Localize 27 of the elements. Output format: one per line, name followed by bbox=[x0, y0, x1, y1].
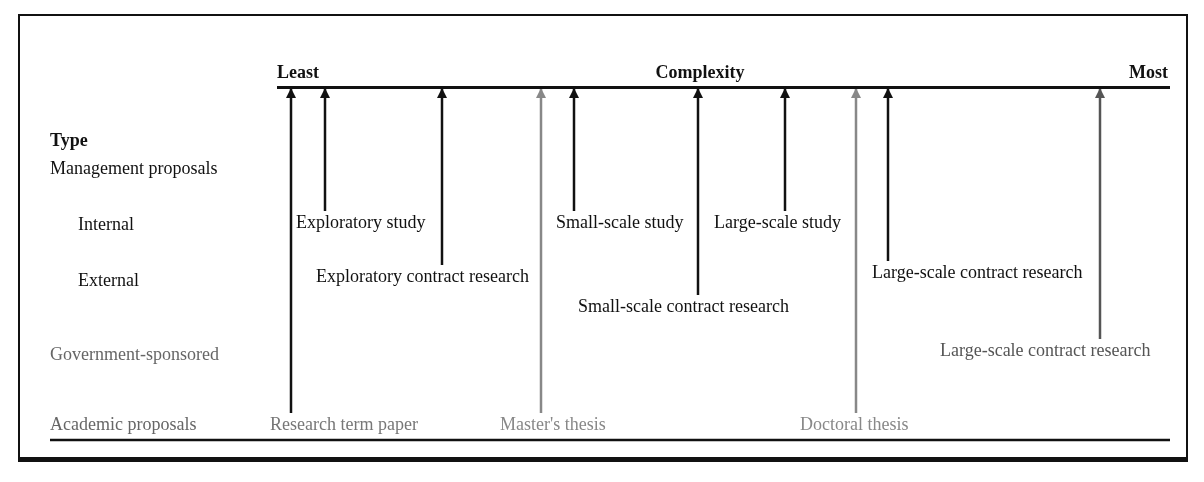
arrow bbox=[286, 88, 296, 413]
arrow bbox=[780, 88, 790, 211]
arrow bbox=[536, 88, 546, 413]
scale-end-label: Least bbox=[277, 62, 319, 82]
arrow bbox=[883, 88, 893, 261]
proposal-label: Exploratory contract research bbox=[316, 266, 529, 286]
arrow bbox=[437, 88, 447, 265]
arrow bbox=[569, 88, 579, 211]
row-label: Academic proposals bbox=[50, 414, 197, 434]
proposal-label: Large-scale contract research bbox=[940, 340, 1151, 360]
proposal-label: Exploratory study bbox=[296, 212, 426, 232]
scale-axis-line bbox=[277, 86, 1170, 89]
proposal-label: Research term paper bbox=[270, 414, 418, 434]
arrow bbox=[693, 88, 703, 295]
scale-end-label: Most bbox=[1129, 62, 1168, 82]
proposal-label: Large-scale study bbox=[714, 212, 842, 232]
row-label: Management proposals bbox=[50, 158, 218, 178]
row-heading: Type bbox=[50, 130, 88, 150]
row-label: External bbox=[78, 270, 139, 290]
row-label: Internal bbox=[78, 214, 134, 234]
proposal-label: Small-scale study bbox=[556, 212, 684, 232]
proposal-label: Large-scale contract research bbox=[872, 262, 1083, 282]
arrow bbox=[851, 88, 861, 413]
arrow bbox=[1095, 88, 1105, 339]
arrow bbox=[320, 88, 330, 211]
row-label: Government-sponsored bbox=[50, 344, 219, 364]
axis-title: Complexity bbox=[655, 62, 745, 82]
